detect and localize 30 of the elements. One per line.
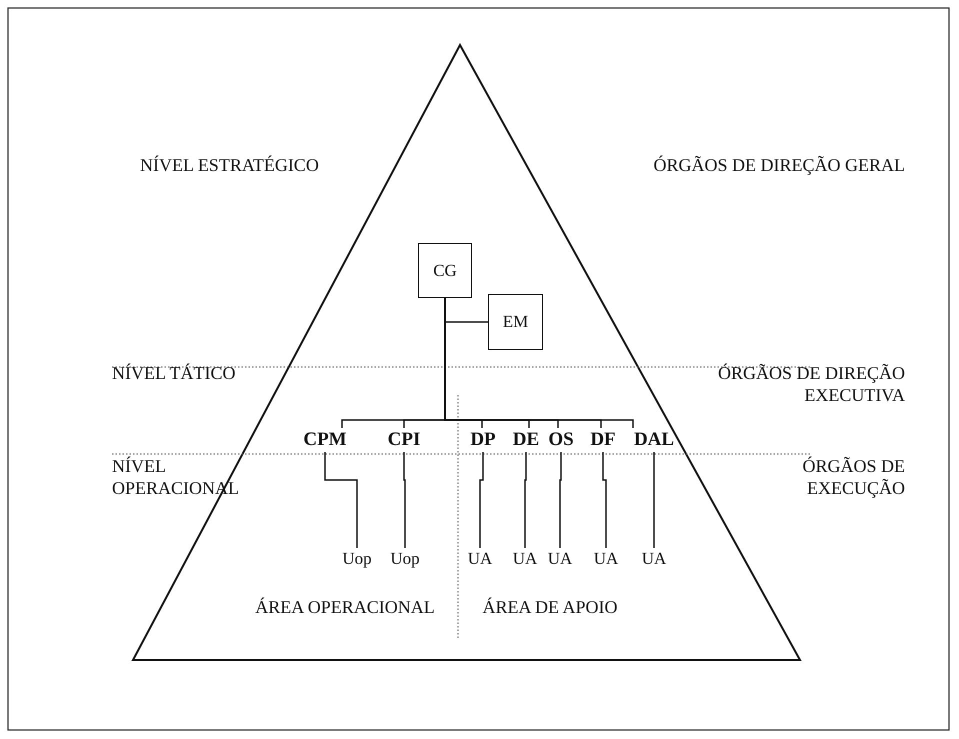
department-label: DE xyxy=(510,428,542,452)
department-label: CPI xyxy=(386,428,422,452)
connector-line xyxy=(524,452,527,548)
area-label: ÁREA DE APOIO xyxy=(481,596,618,618)
org-unit-box: EM xyxy=(488,294,543,350)
department-label: DP xyxy=(467,428,499,452)
level-label: NÍVEL ESTRATÉGICO xyxy=(140,154,320,176)
unit-label: Uop xyxy=(340,548,374,570)
level-label: ÓRGÃOS DE EXECUÇÃO xyxy=(801,455,905,499)
department-label: CPM xyxy=(303,428,347,452)
unit-label: Uop xyxy=(388,548,422,570)
connector-line xyxy=(602,452,607,548)
level-label: ÓRGÃOS DE DIREÇÃO EXECUTIVA xyxy=(716,362,905,406)
department-label: DAL xyxy=(630,428,678,452)
connector-line xyxy=(653,452,655,548)
connector-line xyxy=(403,452,406,548)
unit-label: UA xyxy=(591,548,621,570)
unit-label: UA xyxy=(510,548,540,570)
department-label: OS xyxy=(545,428,577,452)
unit-label: UA xyxy=(545,548,575,570)
connector-line xyxy=(479,452,484,548)
department-label: DF xyxy=(587,428,619,452)
org-unit-box: CG xyxy=(418,243,472,298)
connector-line xyxy=(324,452,358,548)
level-label: ÓRGÃOS DE DIREÇÃO GERAL xyxy=(652,154,905,176)
unit-label: UA xyxy=(465,548,495,570)
connector-line xyxy=(559,452,562,548)
level-label: NÍVEL TÁTICO xyxy=(112,362,236,384)
area-label: ÁREA OPERACIONAL xyxy=(254,596,436,618)
unit-label: UA xyxy=(639,548,669,570)
